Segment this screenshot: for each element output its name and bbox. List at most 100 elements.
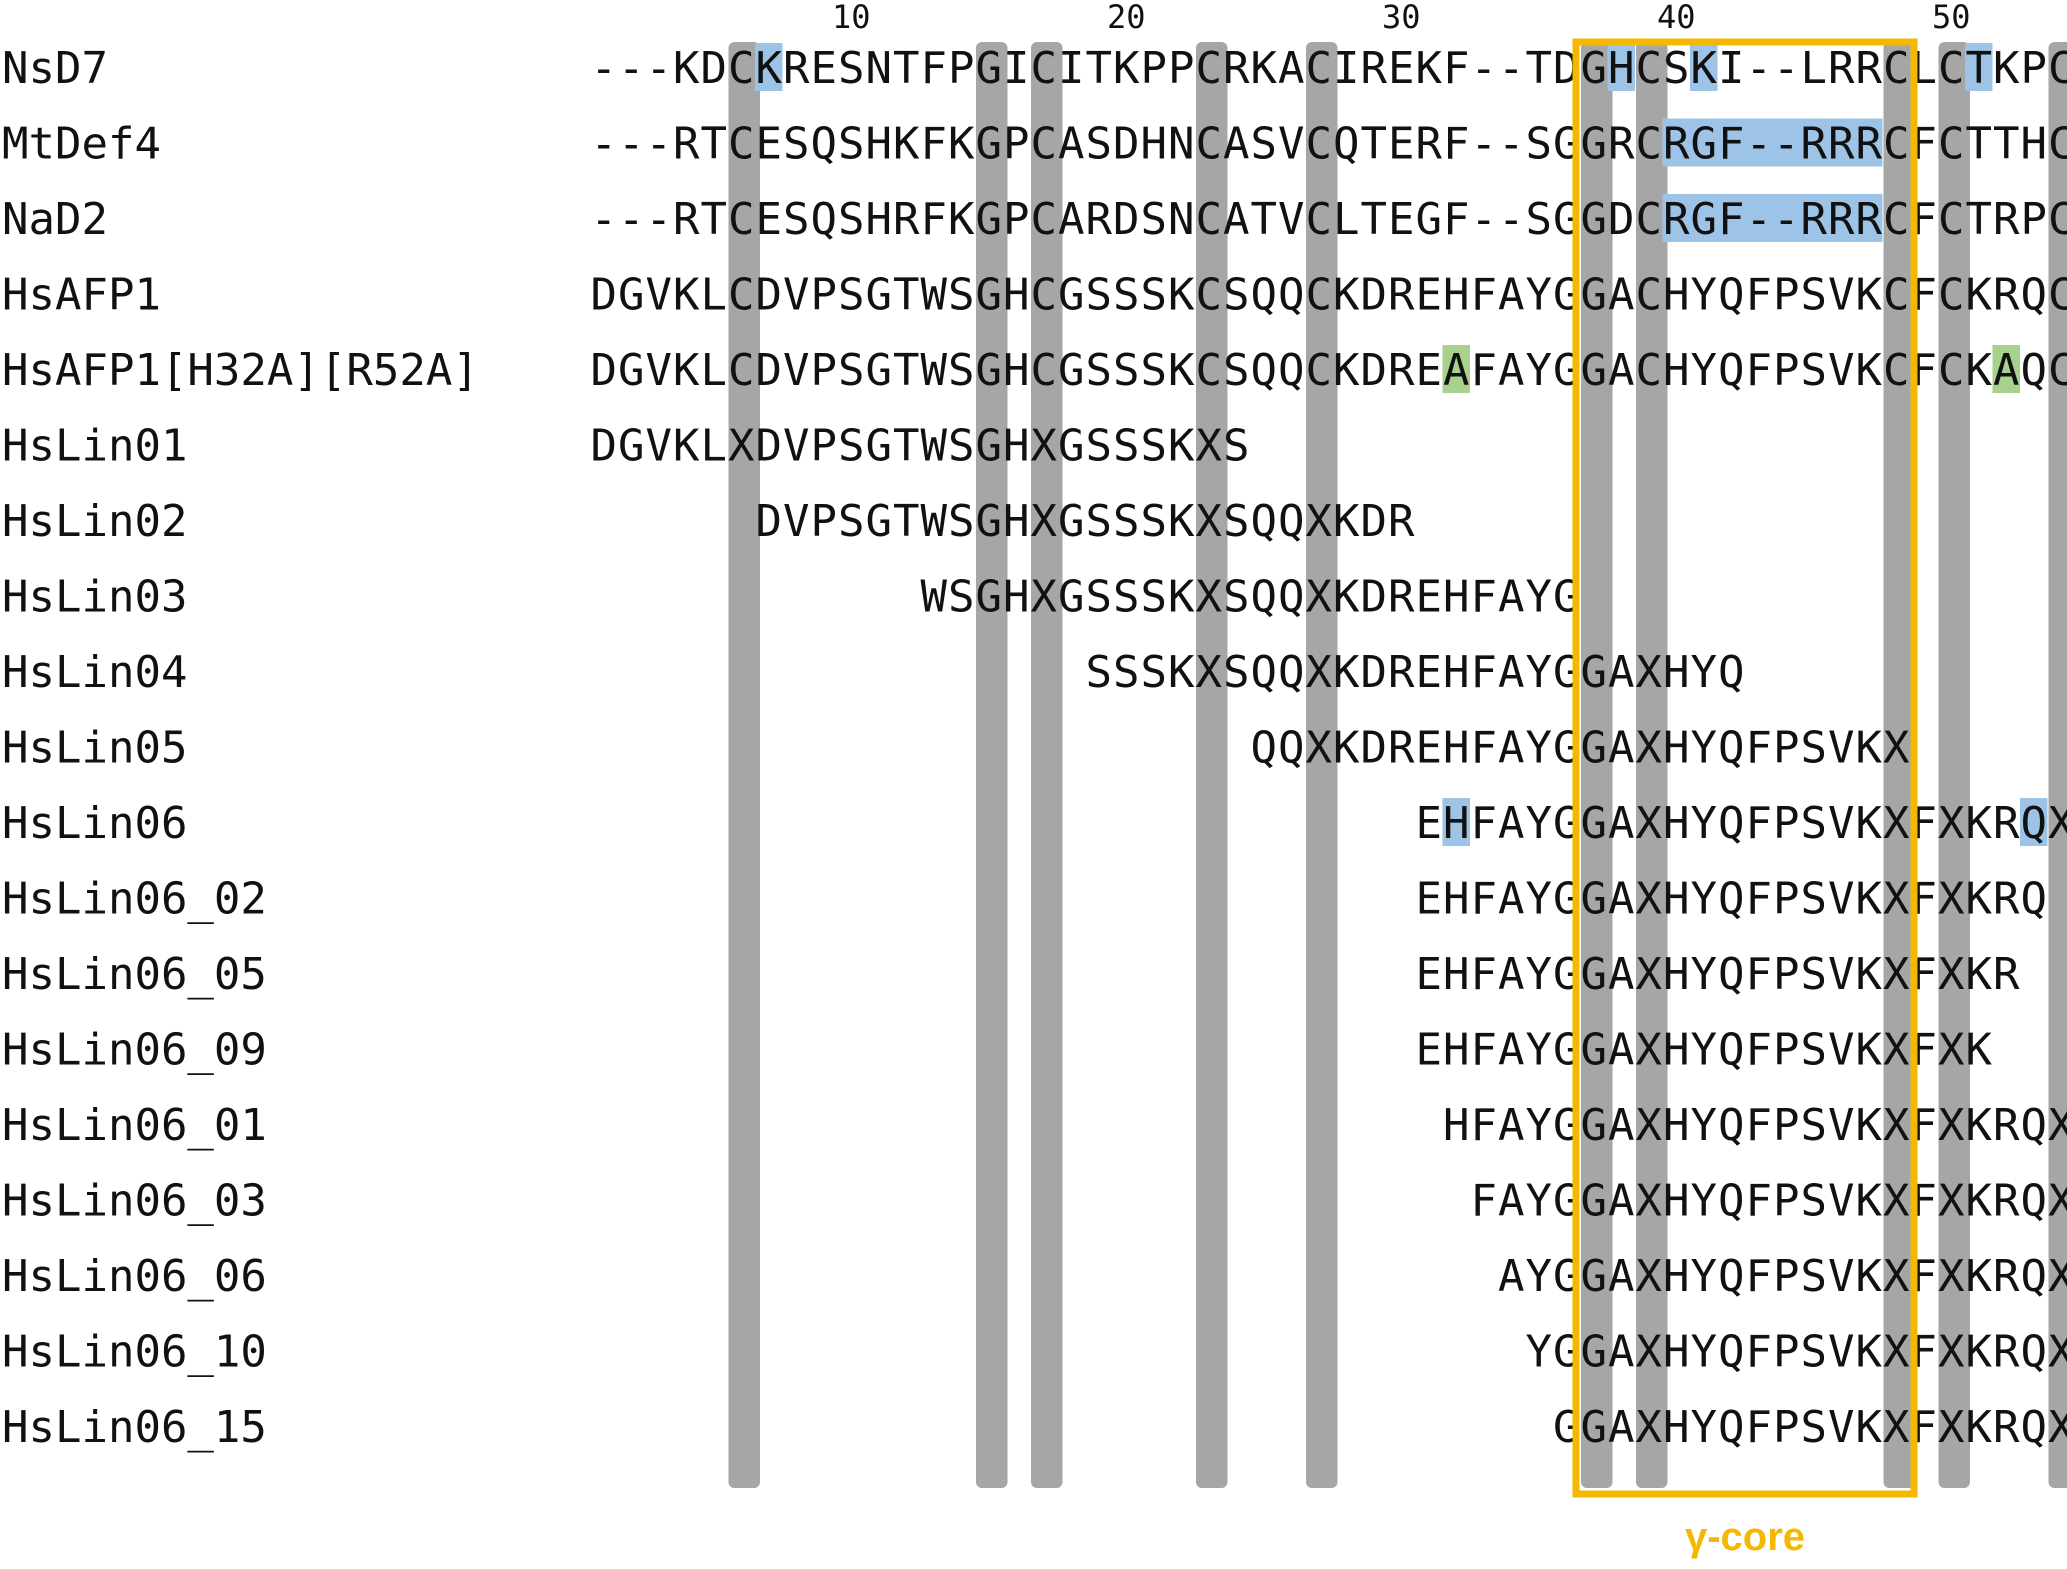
residue: K xyxy=(1168,647,1195,698)
residue: K xyxy=(893,119,920,170)
residue: A xyxy=(1608,1025,1635,1076)
residue: S xyxy=(1801,1251,1828,1302)
residue: R xyxy=(893,194,920,245)
residue: X xyxy=(1636,647,1663,698)
residue: X xyxy=(1883,1402,1910,1453)
residue: K xyxy=(1856,1327,1883,1378)
residue: K xyxy=(1856,1025,1883,1076)
residue: S xyxy=(1086,421,1113,472)
residue: H xyxy=(1663,647,1690,698)
residue: F xyxy=(1443,119,1470,170)
residue: S xyxy=(1801,270,1828,321)
residue: V xyxy=(1828,1251,1855,1302)
residue: A xyxy=(1498,949,1525,1000)
residue: K xyxy=(948,194,975,245)
residue: Y xyxy=(1526,798,1553,849)
residue: V xyxy=(1278,119,1305,170)
residue: V xyxy=(1828,874,1855,925)
residue: A xyxy=(1498,345,1525,396)
residue: R xyxy=(1828,194,1855,245)
residue: - xyxy=(1498,119,1525,170)
residue: T xyxy=(701,119,728,170)
residue: H xyxy=(1003,345,1030,396)
residue: - xyxy=(1471,119,1498,170)
sequence-name: HsLin06_01 xyxy=(2,1100,267,1151)
residue: S xyxy=(1141,345,1168,396)
residue: C xyxy=(728,194,755,245)
residue: - xyxy=(1498,43,1525,94)
residue: - xyxy=(618,194,645,245)
residue: G xyxy=(1581,647,1608,698)
residue: C xyxy=(2048,194,2067,245)
residue: K xyxy=(1966,874,1993,925)
residue: T xyxy=(1966,119,1993,170)
residue: S xyxy=(1223,572,1250,623)
residue: F xyxy=(1746,1025,1773,1076)
residue: S xyxy=(1141,572,1168,623)
residue: A xyxy=(1608,949,1635,1000)
residue: C xyxy=(1883,194,1910,245)
residue: D xyxy=(1361,496,1388,547)
conserved-column-bar xyxy=(1938,42,1970,1488)
residue: R xyxy=(1388,647,1415,698)
residue: Q xyxy=(1333,119,1360,170)
residue: X xyxy=(1938,1251,1965,1302)
residue: X xyxy=(1306,496,1333,547)
residue: T xyxy=(893,43,920,94)
residue: S xyxy=(838,119,865,170)
residue: X xyxy=(1883,874,1910,925)
residue: K xyxy=(1691,43,1718,94)
residue: P xyxy=(811,496,838,547)
residue: P xyxy=(1773,1402,1800,1453)
residue: D xyxy=(756,421,783,472)
residue: S xyxy=(1086,572,1113,623)
residue: H xyxy=(1663,1025,1690,1076)
residue: C xyxy=(1031,270,1058,321)
residue: X xyxy=(1883,1025,1910,1076)
residue: C xyxy=(1883,43,1910,94)
residue: - xyxy=(618,43,645,94)
residue: G xyxy=(1581,43,1608,94)
residue: F xyxy=(1471,1025,1498,1076)
residue: - xyxy=(1471,194,1498,245)
residue: G xyxy=(976,496,1003,547)
residue: P xyxy=(1773,1100,1800,1151)
residue: K xyxy=(673,421,700,472)
residue: Q xyxy=(1278,723,1305,774)
residue: G xyxy=(1581,798,1608,849)
residue: Q xyxy=(1251,572,1278,623)
residue: C xyxy=(1636,119,1663,170)
residue: S xyxy=(1141,270,1168,321)
residue: S xyxy=(948,345,975,396)
residue: G xyxy=(1581,1025,1608,1076)
residue: P xyxy=(1773,1251,1800,1302)
residue: H xyxy=(1003,496,1030,547)
residue: F xyxy=(1443,43,1470,94)
residue: P xyxy=(1773,270,1800,321)
residue: I xyxy=(1058,43,1085,94)
residue: I xyxy=(1718,43,1745,94)
residue: C xyxy=(2048,270,2067,321)
residue: P xyxy=(1773,1327,1800,1378)
residue: X xyxy=(728,421,755,472)
residue: K xyxy=(1966,1025,1993,1076)
residue: E xyxy=(1416,949,1443,1000)
sequence-name: HsLin04 xyxy=(2,647,187,698)
residue: Y xyxy=(1526,345,1553,396)
residue: K xyxy=(1966,270,1993,321)
residue: F xyxy=(1471,1176,1498,1227)
residue-highlights xyxy=(755,43,2048,846)
residue: X xyxy=(1636,723,1663,774)
residue: G xyxy=(976,43,1003,94)
blue-highlight xyxy=(1965,43,1993,91)
residue: D xyxy=(1113,194,1140,245)
residue: P xyxy=(1773,798,1800,849)
residue: T xyxy=(893,496,920,547)
residue: G xyxy=(976,270,1003,321)
residue: X xyxy=(1938,798,1965,849)
gamma-core-box xyxy=(1572,38,1918,1498)
